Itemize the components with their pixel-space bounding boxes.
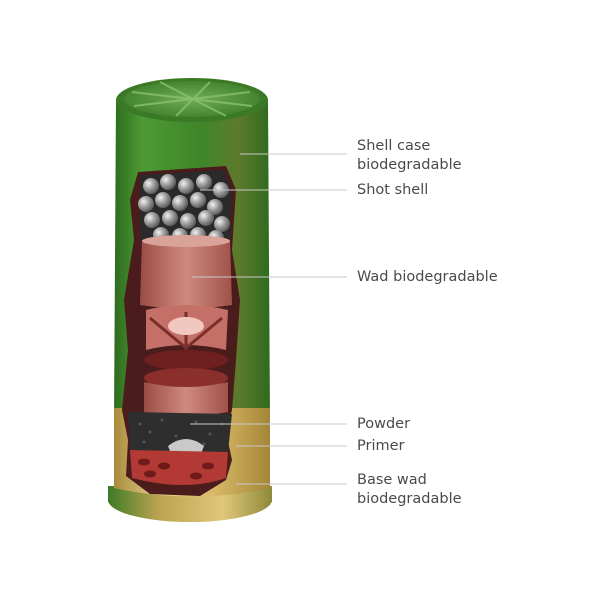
base-wad-holes <box>138 458 214 480</box>
leader-lines <box>190 153 347 485</box>
crimp-folds <box>131 81 253 117</box>
label-wad: Wad biodegradable <box>357 269 498 285</box>
powder-charge <box>128 412 232 452</box>
label-shot-shell: Shot shell <box>357 182 429 198</box>
wad-ring <box>144 350 228 370</box>
base-wad-hole <box>138 458 150 466</box>
shot-pellet <box>160 174 176 190</box>
powder-grain <box>142 440 146 444</box>
wad-base <box>144 382 228 416</box>
label-powder: Powder <box>357 416 411 432</box>
wad-cup <box>140 237 232 309</box>
powder-grain <box>160 418 164 422</box>
base-wad-hole <box>190 472 202 480</box>
base-wad-hole <box>202 462 214 470</box>
shot-pellet <box>162 210 178 226</box>
label-shell-case-line1: Shell case <box>357 138 431 154</box>
shot-pellet <box>138 196 154 212</box>
shot-pellet <box>196 174 212 190</box>
label-base-wad: Base wad biodegradable <box>357 471 462 509</box>
shot-pellet <box>143 178 159 194</box>
shot-pellet <box>198 210 214 226</box>
label-base-wad-line2: biodegradable <box>357 491 462 507</box>
powder-grain <box>208 432 212 436</box>
powder-grain <box>194 420 198 424</box>
shot-pellet <box>155 192 171 208</box>
shot-pellet <box>178 178 194 194</box>
shot-pellet <box>214 216 230 232</box>
shot-pellet <box>144 212 160 228</box>
powder-grain <box>174 434 178 438</box>
shot-pellet <box>190 192 206 208</box>
label-shell-case: Shell case biodegradable <box>357 137 462 175</box>
wad-cushion-core <box>168 317 204 335</box>
powder-grain <box>138 422 142 426</box>
wad-cup-lip <box>142 235 230 247</box>
powder-grain <box>202 442 206 446</box>
label-base-wad-line1: Base wad <box>357 472 427 488</box>
label-shell-case-line2: biodegradable <box>357 157 462 173</box>
shot-pellet <box>207 199 223 215</box>
base-wad-hole <box>158 462 170 470</box>
shot-pellet <box>172 195 188 211</box>
base-wad-hole <box>144 470 156 478</box>
wad-ring <box>144 368 228 388</box>
label-primer: Primer <box>357 438 405 454</box>
powder-grains <box>138 418 224 446</box>
powder-grain <box>148 430 152 434</box>
shot-pellet <box>180 213 196 229</box>
